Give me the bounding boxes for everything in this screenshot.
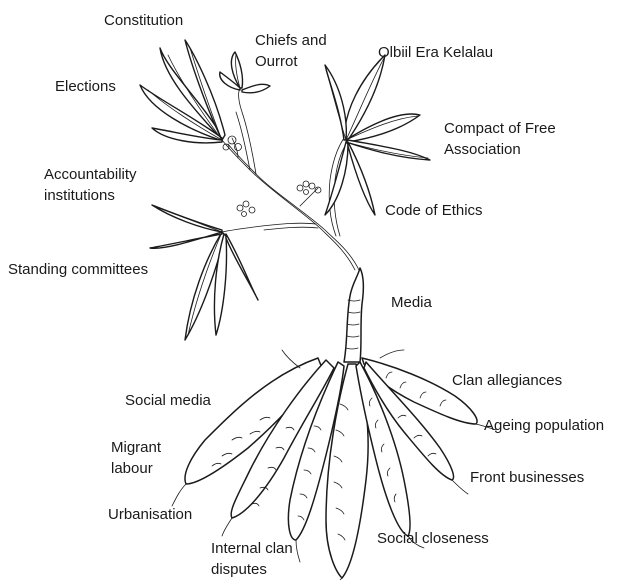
label-accountability-institutions: Accountability institutions — [44, 164, 137, 206]
label-social-media: Social media — [125, 390, 211, 411]
label-ageing-population: Ageing population — [484, 415, 604, 436]
label-front-businesses: Front businesses — [470, 467, 584, 488]
label-internal-clan-disputes: Internal clan disputes — [211, 538, 293, 580]
label-media: Media — [391, 292, 432, 313]
label-code-of-ethics: Code of Ethics — [385, 200, 483, 221]
label-chiefs-and-ourrot: Chiefs and Ourrot — [255, 30, 327, 72]
label-standing-committees: Standing committees — [8, 259, 148, 280]
label-constitution: Constitution — [104, 10, 183, 31]
label-olbiil-era-kelalau: Olbiil Era Kelalau — [378, 42, 493, 63]
label-urbanisation: Urbanisation — [108, 504, 192, 525]
label-clan-allegiances: Clan allegiances — [452, 370, 562, 391]
label-social-closeness: Social closeness — [377, 528, 489, 549]
label-compact-of-free-association: Compact of Free Association — [444, 118, 556, 160]
leaves-group — [140, 40, 430, 340]
label-migrant-labour: Migrant labour — [111, 437, 161, 479]
label-elections: Elections — [55, 76, 116, 97]
